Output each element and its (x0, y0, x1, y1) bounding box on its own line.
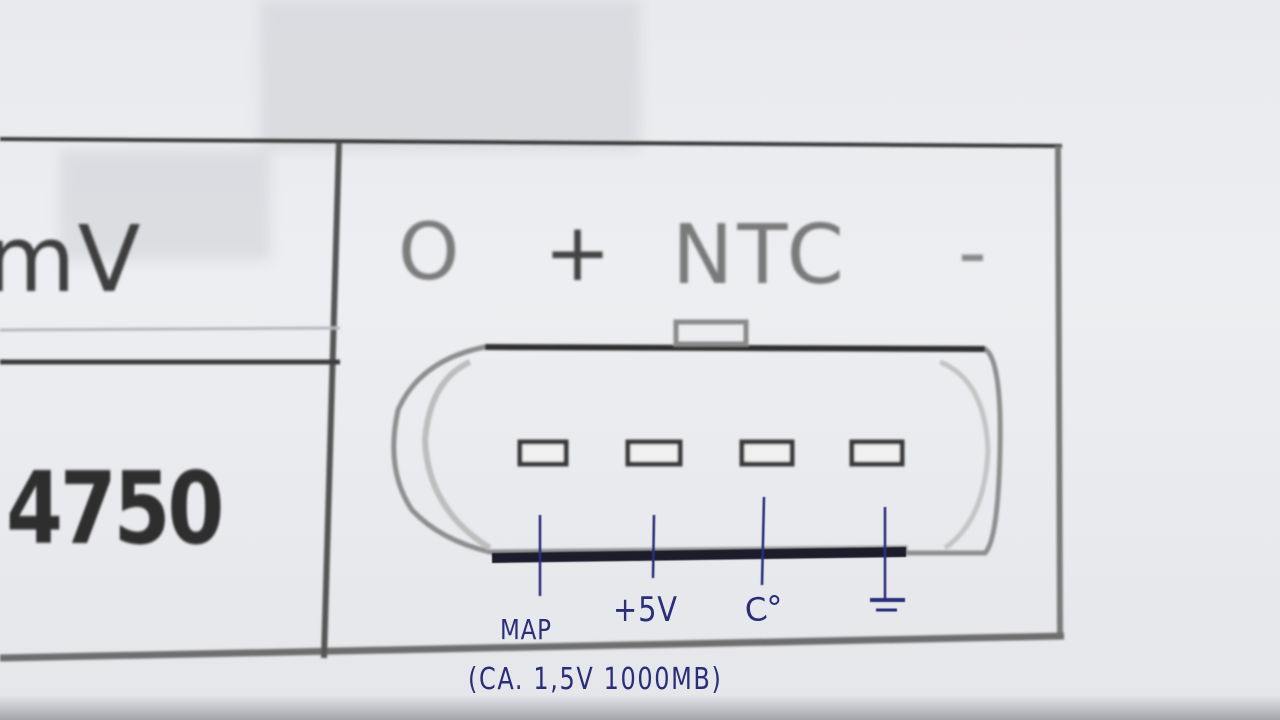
connector-top-edge (484, 344, 986, 352)
pin-leader-temp (760, 496, 766, 586)
table-bottom-border (0, 632, 1065, 662)
connector-locking-tab (673, 319, 749, 347)
pin-label-5v: +5V (613, 590, 678, 630)
table-top-border (0, 137, 1063, 148)
connector-pin-slot-4 (849, 439, 905, 467)
handwritten-baseline (491, 547, 907, 563)
header-label-ntc: NTC (672, 208, 848, 303)
connector-housing-outline (391, 344, 1003, 556)
ground-symbol-icon (870, 598, 905, 612)
connector-pin-slot-3 (739, 439, 795, 467)
pin-leader-5v (651, 514, 656, 579)
table-left-gridline (0, 326, 341, 332)
pin-label-temperature: C° (743, 587, 786, 630)
paper-bleed-top (260, 0, 640, 150)
handwritten-note: (CA. 1,5V 1000MB) (468, 662, 723, 697)
connector-pin-slot-2 (625, 439, 683, 467)
header-label-plus: + (544, 206, 612, 299)
page-edge-shadow (0, 695, 1280, 720)
connector-inner-edge (421, 359, 492, 551)
left-cell-unit: mV (0, 206, 143, 313)
header-label-minus: - (958, 206, 987, 299)
left-cell-value: 4750 (6, 450, 224, 567)
table-column-divider (321, 141, 342, 659)
pin-label-map: MAP (500, 613, 552, 646)
paper-bleed-left (60, 150, 270, 260)
connector-inner-edge-right (939, 359, 991, 551)
connector-pin-slot-1 (517, 439, 569, 467)
header-label-output: O (398, 208, 460, 298)
table-right-border (1055, 145, 1063, 639)
